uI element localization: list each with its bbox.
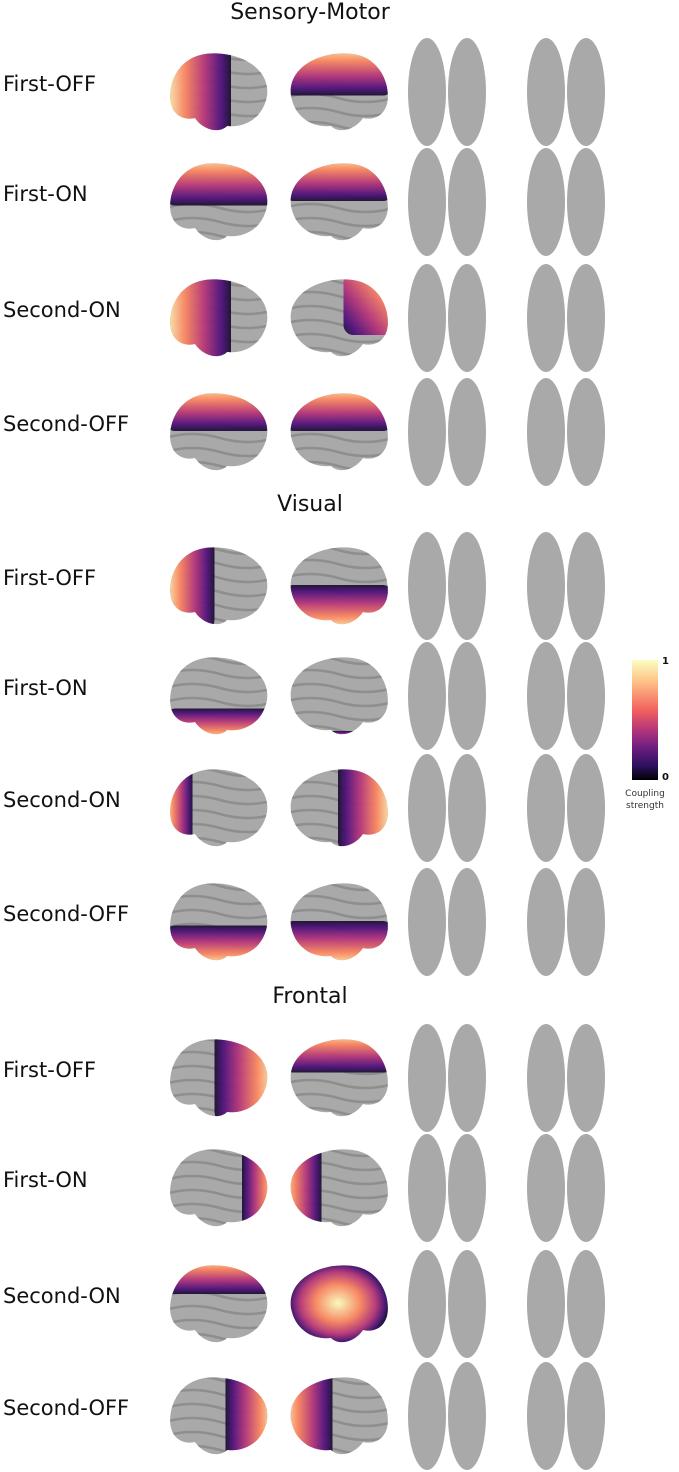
brain-right-lateral-view [290, 1377, 388, 1455]
brain-dorsal-view [408, 868, 486, 976]
brain-left-lateral-view [170, 1265, 268, 1343]
row-label: Second-OFF [3, 412, 130, 436]
brain-right-lateral-view [290, 657, 388, 735]
brain-left-lateral-view [170, 1149, 268, 1227]
brain-right-lateral-view [290, 163, 388, 241]
brain-dorsal-view [408, 532, 486, 640]
brain-right-lateral-view [290, 1149, 388, 1227]
row-label: First-OFF [3, 72, 97, 96]
section-title: Sensory-Motor [230, 0, 390, 25]
colorbar [632, 660, 658, 780]
brain-dorsal-view [408, 642, 486, 750]
brain-right-lateral-view [290, 1265, 388, 1343]
brain-dorsal-view [408, 378, 486, 486]
brain-ventral-view [527, 1024, 605, 1132]
brain-dorsal-view [408, 38, 486, 146]
brain-dorsal-view [408, 1250, 486, 1358]
brain-right-lateral-view [290, 547, 388, 625]
brain-ventral-view [527, 1362, 605, 1470]
brain-dorsal-view [408, 754, 486, 862]
brain-ventral-view [527, 642, 605, 750]
brain-ventral-view [527, 868, 605, 976]
brain-ventral-view [527, 532, 605, 640]
brain-right-lateral-view [290, 883, 388, 961]
brain-ventral-view [527, 264, 605, 372]
colorbar-max-label: 1 [662, 656, 669, 667]
colorbar-min-label: 0 [662, 772, 669, 783]
brain-right-lateral-view [290, 1039, 388, 1117]
brain-left-lateral-view [170, 163, 268, 241]
brain-dorsal-view [408, 1362, 486, 1470]
row-label: Second-ON [3, 1284, 121, 1308]
section-title: Visual [277, 492, 343, 517]
brain-dorsal-view [408, 1134, 486, 1242]
row-label: First-OFF [3, 1058, 97, 1082]
row-label: Second-ON [3, 298, 121, 322]
brain-ventral-view [527, 1134, 605, 1242]
row-label: First-ON [3, 182, 88, 206]
brain-left-lateral-view [170, 53, 268, 131]
brain-left-lateral-view [170, 883, 268, 961]
brain-left-lateral-view [170, 769, 268, 847]
brain-left-lateral-view [170, 279, 268, 357]
brain-ventral-view [527, 148, 605, 256]
brain-right-lateral-view [290, 279, 388, 357]
brain-ventral-view [527, 38, 605, 146]
brain-dorsal-view [408, 264, 486, 372]
brain-left-lateral-view [170, 657, 268, 735]
brain-right-lateral-view [290, 769, 388, 847]
brain-dorsal-view [408, 148, 486, 256]
colorbar-title: Coupling strength [625, 789, 665, 811]
row-label: First-ON [3, 676, 88, 700]
section-title: Frontal [272, 984, 348, 1009]
brain-left-lateral-view [170, 547, 268, 625]
brain-left-lateral-view [170, 1039, 268, 1117]
brain-right-lateral-view [290, 53, 388, 131]
brain-ventral-view [527, 754, 605, 862]
row-label: Second-ON [3, 788, 121, 812]
brain-ventral-view [527, 378, 605, 486]
row-label: First-ON [3, 1168, 88, 1192]
brain-dorsal-view [408, 1024, 486, 1132]
brain-left-lateral-view [170, 393, 268, 471]
brain-left-lateral-view [170, 1377, 268, 1455]
brain-right-lateral-view [290, 393, 388, 471]
row-label: Second-OFF [3, 902, 130, 926]
brain-ventral-view [527, 1250, 605, 1358]
row-label: First-OFF [3, 566, 97, 590]
row-label: Second-OFF [3, 1396, 130, 1420]
